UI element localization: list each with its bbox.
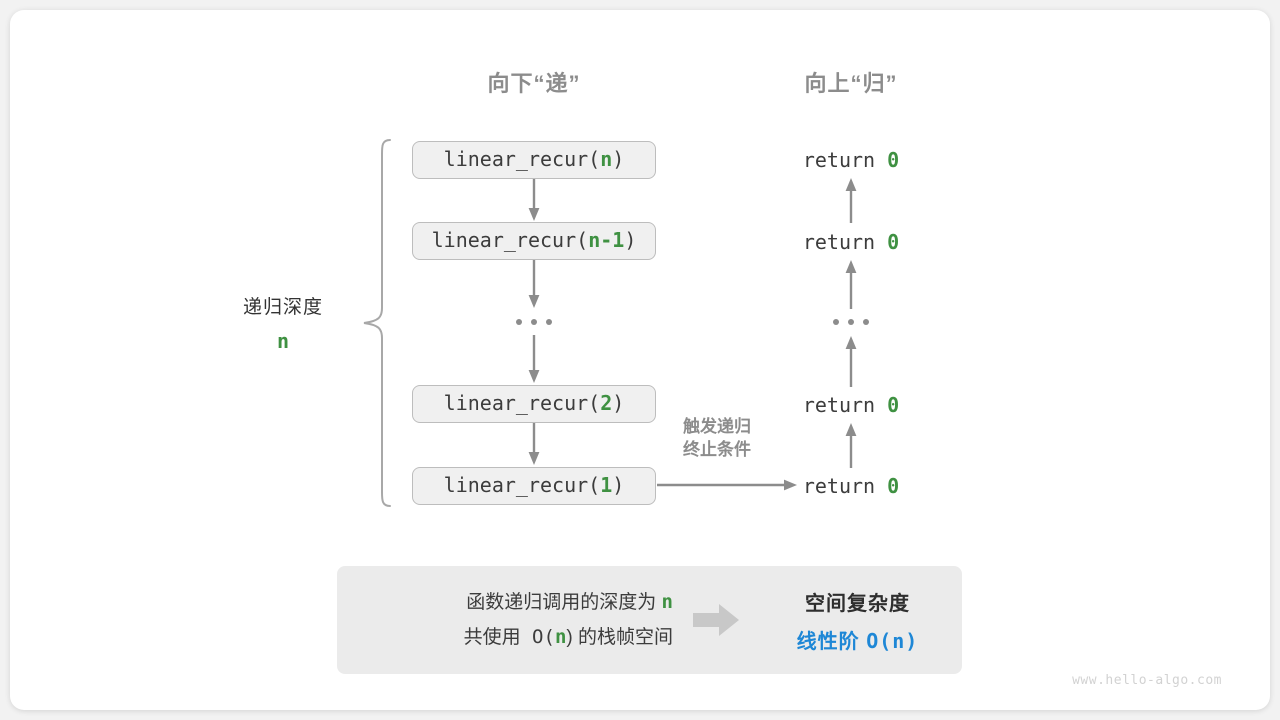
summary-line2-var: n: [554, 626, 567, 648]
up-arrow-icon: [844, 422, 858, 468]
termination-note-line1: 触发递归: [683, 417, 751, 436]
dot: [863, 319, 869, 325]
recursion-depth-label: 递归深度 n: [243, 292, 323, 353]
termination-condition-note: 触发递归 终止条件: [683, 415, 751, 461]
call-frame-2: linear_recur(2): [412, 385, 656, 423]
column-heading-ascend: 向上“归”: [804, 71, 898, 96]
return-statement-third: return 0: [803, 393, 899, 417]
return-keyword: return: [802, 230, 888, 254]
summary-line1-var: n: [661, 591, 673, 613]
complexity-order-text: 线性阶: [796, 630, 867, 653]
up-arrow-icon: [844, 335, 858, 387]
return-statement-top: return 0: [803, 148, 899, 172]
call-frame-prefix: linear_recur(: [431, 228, 589, 252]
recursion-depth-brace-icon: [362, 138, 392, 508]
call-frame-prefix: linear_recur(: [443, 391, 601, 415]
call-frame-arg: 1: [600, 473, 613, 497]
call-frame-n-minus-1: linear_recur(n-1): [412, 222, 656, 260]
dot: [531, 319, 537, 325]
call-frame-arg: n-1: [588, 228, 625, 252]
up-arrow-icon: [844, 259, 858, 309]
complexity-title: 空间复杂度: [805, 592, 910, 615]
diagram-card: 向下“递” 向上“归” linear_recur(n) linear_recur…: [10, 10, 1270, 710]
summary-line-2: 共使用 O(n) 的栈帧空间: [337, 620, 673, 655]
down-arrow-icon: [527, 179, 541, 223]
dot: [848, 319, 854, 325]
call-frame-arg: 2: [600, 391, 613, 415]
call-frame-suffix: ): [612, 391, 625, 415]
summary-description: 函数递归调用的深度为 n 共使用 O(n) 的栈帧空间: [337, 585, 679, 655]
call-frame-prefix: linear_recur(: [443, 147, 601, 171]
recursion-depth-value: n: [276, 329, 290, 353]
summary-line2-suffix: ) 的栈帧空间: [566, 627, 673, 648]
up-arrow-icon: [844, 177, 858, 223]
return-keyword: return: [802, 474, 888, 498]
right-arrow-icon: [657, 478, 799, 492]
dot: [546, 319, 552, 325]
down-arrow-icon: [527, 260, 541, 310]
return-value: 0: [887, 148, 900, 172]
call-frame-suffix: ): [624, 228, 637, 252]
return-keyword: return: [802, 393, 888, 417]
call-frame-suffix: ): [612, 147, 625, 171]
dot: [833, 319, 839, 325]
termination-note-line2: 终止条件: [683, 440, 751, 459]
recursion-depth-text: 递归深度: [242, 297, 324, 318]
summary-line-1: 函数递归调用的深度为 n: [337, 585, 673, 620]
return-value: 0: [887, 230, 900, 254]
call-frame-prefix: linear_recur(: [443, 473, 601, 497]
call-frame-n: linear_recur(n): [412, 141, 656, 179]
column-heading-descend: 向下“递”: [487, 71, 581, 96]
call-frame-arg: n: [600, 147, 613, 171]
dot: [516, 319, 522, 325]
ellipsis-dots-descend: [516, 319, 552, 325]
complexity-big-o: O(n): [866, 628, 919, 653]
return-statement-second: return 0: [803, 230, 899, 254]
return-value: 0: [887, 474, 900, 498]
summary-panel: 函数递归调用的深度为 n 共使用 O(n) 的栈帧空间 空间复杂度 线性阶 O(…: [337, 566, 962, 674]
down-arrow-icon: [527, 423, 541, 467]
call-frame-suffix: ): [612, 473, 625, 497]
right-block-arrow-icon: [679, 604, 753, 636]
return-keyword: return: [802, 148, 888, 172]
return-statement-base: return 0: [803, 474, 899, 498]
summary-line1-text: 函数递归调用的深度为: [466, 592, 662, 613]
summary-line2-prefix: 共使用 O(: [463, 626, 555, 648]
down-arrow-icon: [527, 335, 541, 385]
return-value: 0: [887, 393, 900, 417]
watermark: www.hello-algo.com: [1072, 673, 1222, 688]
complexity-result: 空间复杂度 线性阶 O(n): [753, 587, 962, 654]
call-frame-1: linear_recur(1): [412, 467, 656, 505]
ellipsis-dots-ascend: [833, 319, 869, 325]
complexity-value: 线性阶 O(n): [753, 625, 962, 654]
